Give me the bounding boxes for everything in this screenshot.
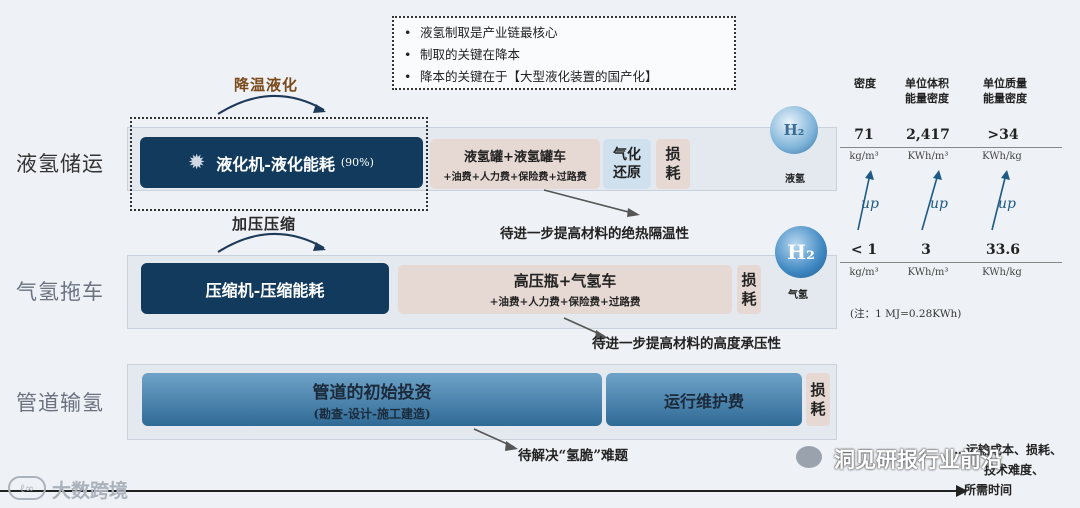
brand-name: 大数跨境 xyxy=(52,476,128,503)
divider-line xyxy=(840,262,1062,263)
row-label-liquid: 液氢储运 xyxy=(16,148,104,178)
note-tube: 待进一步提高材料的高度承压性 xyxy=(592,332,781,352)
compressor-box: 压缩机-压缩能耗 xyxy=(141,263,389,314)
unit: KWh/kg xyxy=(974,267,1030,278)
loss-box-pipeline: 损耗 xyxy=(806,373,830,426)
wechat-icon xyxy=(796,446,822,468)
loss-box-tube: 损耗 xyxy=(737,265,761,314)
divider-line xyxy=(840,147,1062,148)
tank-subtitle: +油费+人力费+保险费+过路费 xyxy=(443,168,587,183)
bullet-item: 降本的关键在于【大型液化装置的国产化】 xyxy=(420,66,734,88)
liquid-hydrogen-label: 液氢 xyxy=(785,170,805,185)
axis-caption: …运输成本、损耗、 技术难度、 所需时间 xyxy=(1004,440,1062,500)
investment-subtitle: (勘查-设计-施工建造) xyxy=(313,405,430,422)
tank-title: 液氢罐+液氢罐车 xyxy=(464,146,566,165)
note-pipeline: 待解决“氢脆”难题 xyxy=(518,444,628,464)
liquid-volumetric: 2,417 xyxy=(898,127,958,143)
loss-label: 损耗 xyxy=(810,381,826,419)
unit: KWh/kg xyxy=(974,151,1030,162)
unit: KWh/m³ xyxy=(898,151,958,162)
footnote: (注：1 MJ=0.28KWh) xyxy=(850,306,961,321)
curved-arrow-icon xyxy=(212,224,332,256)
unit: kg/m³ xyxy=(842,151,886,162)
up-label: up xyxy=(861,196,879,212)
bullet-item: 制取的关键在降本 xyxy=(420,44,734,66)
header-gravimetric: 单位质量能量密度 xyxy=(978,76,1032,106)
loss-box-liquid: 损耗 xyxy=(656,139,690,189)
bottle-subtitle: +油费+人力费+保险费+过路费 xyxy=(490,294,641,309)
liquid-density: 71 xyxy=(844,127,884,143)
up-label: up xyxy=(930,196,948,212)
loss-label: 损耗 xyxy=(741,271,757,309)
up-label: up xyxy=(998,196,1016,212)
maintenance-label: 运行维护费 xyxy=(664,388,744,412)
axis-line xyxy=(0,490,962,492)
liquid-gravimetric: >34 xyxy=(978,127,1028,143)
brand-logo-icon: ℓ∞ xyxy=(8,476,46,500)
h2-symbol: H₂ xyxy=(787,240,815,264)
maintenance-box: 运行维护费 xyxy=(606,373,802,426)
gas-hydrogen-icon: H₂ xyxy=(775,226,827,278)
regasification-box: 气化还原 xyxy=(603,139,651,189)
unit: kg/m³ xyxy=(842,267,886,278)
gas-hydrogen-label: 气氢 xyxy=(788,286,808,301)
note-arrow-icon xyxy=(540,186,650,220)
tank-cost-box: 液氢罐+液氢罐车 +油费+人力费+保险费+过路费 xyxy=(430,139,600,189)
gas-gravimetric: 33.6 xyxy=(978,242,1028,258)
investment-title: 管道的初始投资 xyxy=(313,378,432,403)
pipeline-investment-box: 管道的初始投资 (勘查-设计-施工建造) xyxy=(142,373,602,426)
header-density: 密度 xyxy=(846,76,884,91)
liquefier-percent: (90%) xyxy=(341,156,374,169)
note-liquid: 待进一步提高材料的绝热隔温性 xyxy=(500,222,689,242)
key-points-box: 液氢制取是产业链最核心 制取的关键在降本 降本的关键在于【大型液化装置的国产化】 xyxy=(392,16,736,90)
row-label-pipeline: 管道输氢 xyxy=(16,387,104,417)
bottle-title: 高压瓶+气氢车 xyxy=(514,270,617,291)
loss-label: 损耗 xyxy=(665,145,682,183)
liquefier-label: 液化机-液化能耗 xyxy=(216,151,335,175)
regasification-label: 气化还原 xyxy=(611,146,643,182)
h2-symbol: H₂ xyxy=(784,121,805,139)
header-volumetric: 单位体积能量密度 xyxy=(900,76,954,106)
axis-caption-line: 所需时间 xyxy=(964,480,1062,500)
curved-arrow-icon xyxy=(212,86,332,118)
gas-volumetric: 3 xyxy=(904,242,948,258)
bottle-cost-box: 高压瓶+气氢车 +油费+人力费+保险费+过路费 xyxy=(398,265,732,314)
wechat-account-name: 洞见研报行业前沿 xyxy=(834,444,1002,474)
snowflake-icon: ✹ xyxy=(189,152,204,173)
gas-density: < 1 xyxy=(844,242,884,258)
bullet-item: 液氢制取是产业链最核心 xyxy=(420,22,734,44)
liquid-hydrogen-icon: H₂ xyxy=(770,106,818,154)
unit: KWh/m³ xyxy=(898,267,958,278)
row-label-tube: 气氢拖车 xyxy=(16,276,104,306)
liquefier-box: ✹ 液化机-液化能耗 (90%) xyxy=(140,137,423,188)
compressor-label: 压缩机-压缩能耗 xyxy=(206,277,325,301)
